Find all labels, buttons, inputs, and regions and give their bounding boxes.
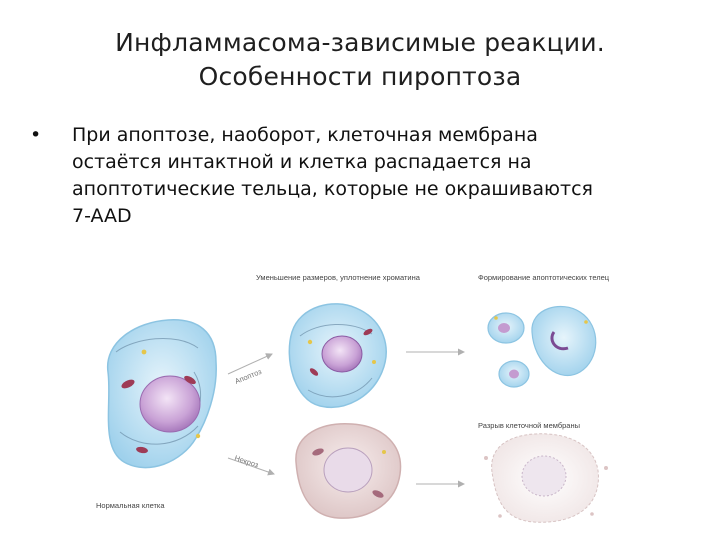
bullet-marker: • — [30, 124, 42, 146]
shrinking-cell — [288, 303, 387, 408]
apoptotic-bodies — [487, 305, 597, 388]
bullet-line-3: апоптотические тельца, которые не окраши… — [72, 178, 593, 200]
title-line-2: Особенности пироптоза — [198, 62, 522, 91]
bullet-line-1: При апоптозе, наоборот, клеточная мембра… — [72, 124, 538, 146]
bullet-text: При апоптозе, наоборот, клеточная мембра… — [72, 122, 702, 230]
caption-membrane-rupture: Разрыв клеточной мембраны — [478, 421, 580, 430]
cell-death-figure: Уменьшение размеров, уплотнение хроматин… — [86, 262, 626, 532]
bullet-line-4: 7-AAD — [72, 205, 132, 227]
slide-title: Инфламмасома-зависимые реакции. Особенно… — [0, 26, 720, 94]
caption-shrink: Уменьшение размеров, уплотнение хроматин… — [256, 273, 421, 282]
caption-apoptotic-bodies: Формирование апоптотических телец — [478, 273, 610, 282]
normal-cell — [107, 319, 217, 469]
label-necrosis: Некроз — [233, 453, 260, 469]
bullet-line-2: остаётся интактной и клетка распадается … — [72, 151, 532, 173]
cell-death-diagram: Уменьшение размеров, уплотнение хроматин… — [96, 273, 610, 523]
necrotic-cell — [295, 423, 402, 519]
title-line-1: Инфламмасома-зависимые реакции. — [115, 28, 605, 57]
caption-normal-cell: Нормальная клетка — [96, 501, 165, 510]
ruptured-cell — [484, 433, 608, 523]
